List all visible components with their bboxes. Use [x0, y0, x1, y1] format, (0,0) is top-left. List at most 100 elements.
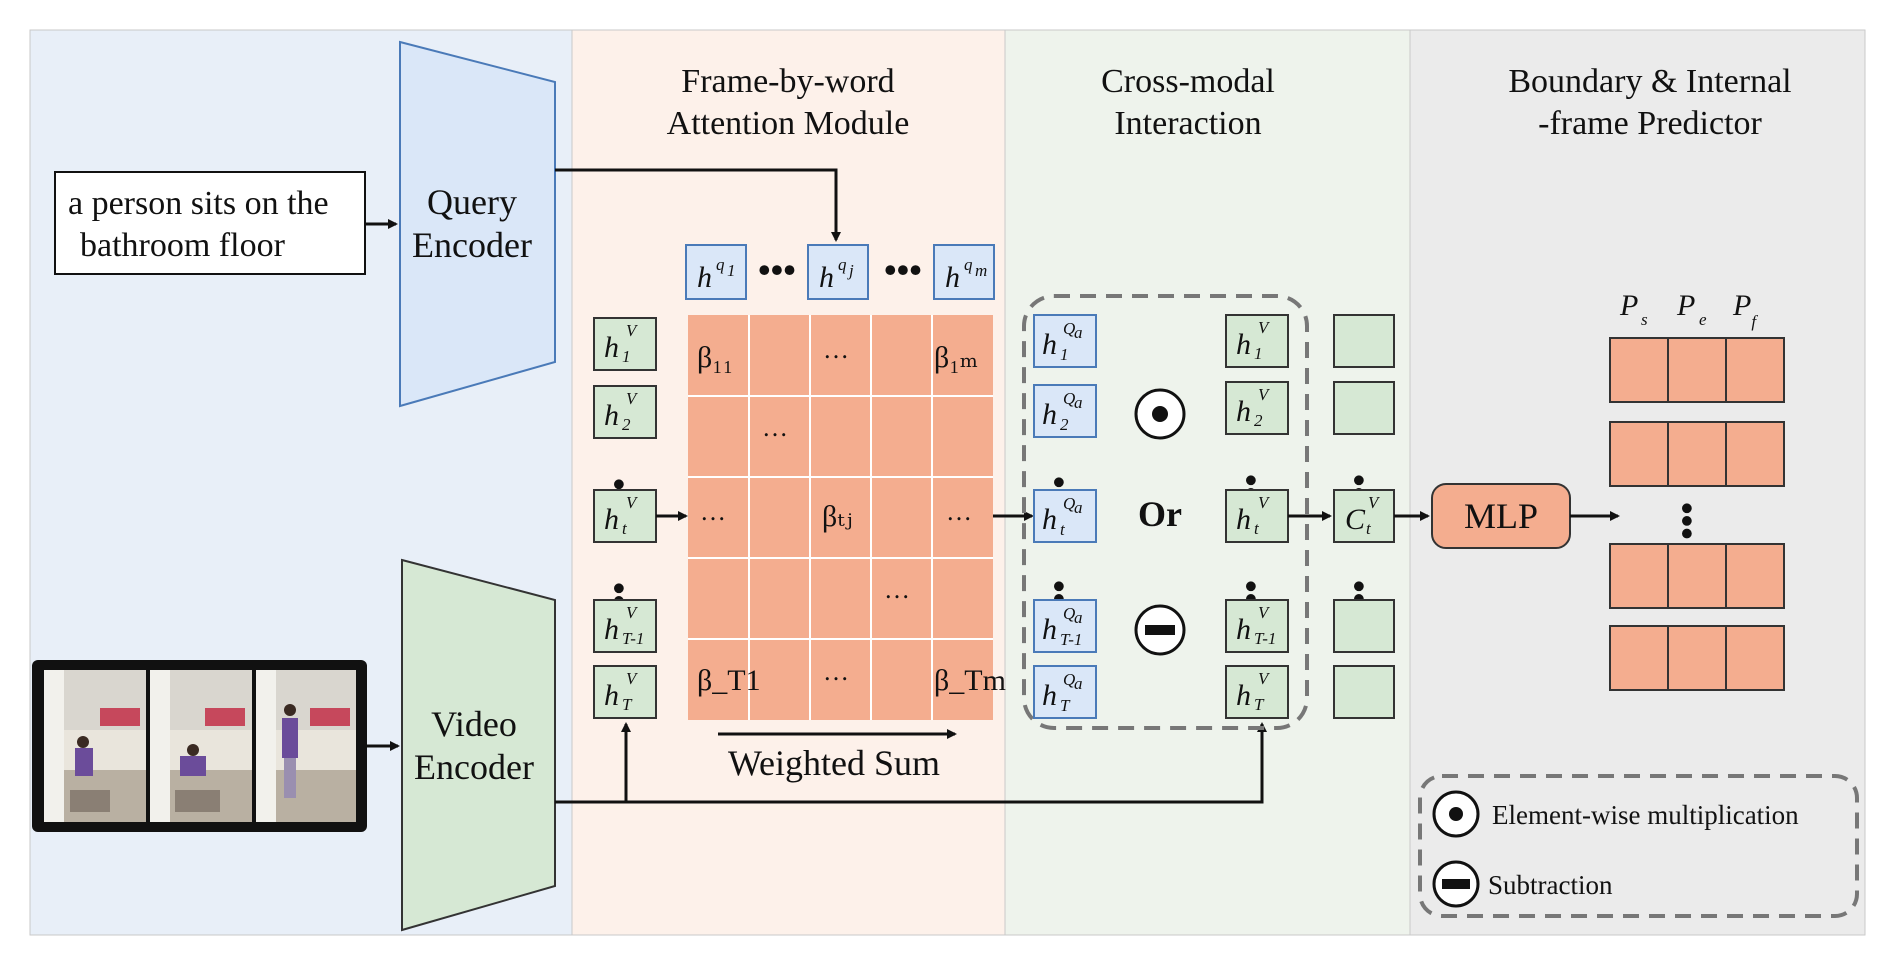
query-aligned-h1: h Q a 1 — [1033, 314, 1097, 368]
multiplication-operator-icon — [1134, 388, 1186, 440]
svg-text:h: h — [1042, 398, 1057, 431]
mlp-label: MLP — [1464, 496, 1538, 536]
svg-text:V: V — [626, 669, 639, 688]
svg-text:h: h — [1236, 503, 1251, 536]
query-aligned-hT-1: h Q a T-1 — [1033, 599, 1097, 653]
context-box-4 — [1333, 599, 1395, 653]
svg-text:T-1: T-1 — [1254, 629, 1276, 648]
video-feature-h1: h V 1 — [593, 317, 657, 371]
svg-text:h: h — [604, 399, 619, 432]
panel-cross-modal — [1004, 29, 1411, 936]
word-token-qj: h q j — [807, 244, 869, 300]
subtraction-operator-icon — [1134, 604, 1186, 656]
svg-text:h: h — [1236, 679, 1251, 712]
svg-text:m: m — [975, 261, 987, 280]
svg-text:Q: Q — [1063, 494, 1075, 513]
svg-text:1: 1 — [727, 261, 736, 280]
svg-text:t: t — [622, 519, 628, 538]
svg-text:2: 2 — [1254, 411, 1263, 430]
svg-text:Q: Q — [1063, 670, 1075, 689]
svg-text:h: h — [604, 503, 619, 536]
svg-text:T: T — [1060, 696, 1071, 715]
beta-11: β₁₁ — [697, 341, 733, 374]
svg-text:T: T — [1254, 695, 1265, 714]
svg-text:h: h — [604, 613, 619, 646]
svg-text:q: q — [716, 255, 725, 274]
svg-text:h: h — [1236, 613, 1251, 646]
fused-h2: h V 2 — [1225, 381, 1289, 435]
svg-text:e: e — [1699, 310, 1707, 329]
svg-text:V: V — [626, 603, 639, 622]
svg-text:q: q — [838, 255, 847, 274]
svg-text:V: V — [626, 493, 639, 512]
legend-subtraction-label: Subtraction — [1488, 870, 1613, 900]
video-frame-1 — [44, 670, 146, 822]
svg-text:1: 1 — [1060, 345, 1069, 364]
svg-text:Q: Q — [1063, 389, 1075, 408]
video-feature-ht: h V t — [593, 489, 657, 543]
svg-text:a: a — [1074, 608, 1083, 627]
svg-text:t: t — [1254, 519, 1260, 538]
beta-T1: β_T1 — [697, 664, 761, 697]
legend-multiplication-icon — [1432, 790, 1480, 838]
fused-h1: h V 1 — [1225, 314, 1289, 368]
svg-text:2: 2 — [622, 415, 631, 434]
svg-text:h: h — [1042, 328, 1057, 361]
query-aligned-h2: h Q a 2 — [1033, 384, 1097, 438]
svg-text:V: V — [1368, 493, 1381, 512]
video-frame-3 — [256, 670, 356, 822]
beta-tj: βₜⱼ — [822, 500, 853, 533]
svg-text:h: h — [697, 261, 712, 294]
svg-text:a: a — [1074, 323, 1083, 342]
svg-text:P: P — [1619, 289, 1638, 322]
svg-text:h: h — [1042, 613, 1057, 646]
svg-text:a: a — [1074, 393, 1083, 412]
ellipsis-r2: … — [762, 413, 788, 442]
fused-hT-1: h V T-1 — [1225, 599, 1289, 653]
svg-text:T-1: T-1 — [1060, 630, 1082, 649]
svg-text:V: V — [626, 321, 639, 340]
svg-text:h: h — [1236, 395, 1251, 428]
video-feature-hT: h V T — [593, 665, 657, 719]
svg-text:T: T — [622, 695, 633, 714]
ellipsis-r3a: … — [700, 497, 726, 526]
svg-text:P: P — [1676, 289, 1695, 322]
svg-text:t: t — [1366, 519, 1372, 538]
svg-text:j: j — [847, 261, 854, 280]
svg-text:s: s — [1641, 310, 1648, 329]
ellipsis-r4: … — [884, 575, 910, 604]
prediction-row-4 — [1609, 625, 1785, 691]
svg-text:V: V — [1258, 603, 1271, 622]
context-box-5 — [1333, 665, 1395, 719]
svg-text:V: V — [1258, 669, 1271, 688]
svg-text:Q: Q — [1063, 319, 1075, 338]
svg-text:Q: Q — [1063, 604, 1075, 623]
legend-subtraction-icon — [1432, 860, 1480, 908]
video-feature-h2: h V 2 — [593, 385, 657, 439]
query-aligned-ht: h Q a t — [1033, 489, 1097, 543]
svg-text:2: 2 — [1060, 415, 1069, 434]
video-feature-line — [555, 722, 1267, 804]
context-feature-ct: C V t — [1333, 489, 1395, 543]
svg-text:a: a — [1074, 674, 1083, 693]
prediction-row-2 — [1609, 421, 1785, 487]
word-ellipsis-2: ••• — [884, 250, 922, 290]
query-encoder — [399, 40, 556, 408]
svg-text:C: C — [1345, 503, 1366, 536]
context-box-2 — [1333, 381, 1395, 435]
cross-modal-group — [1022, 294, 1309, 730]
svg-text:q: q — [964, 255, 973, 274]
video-frame-2 — [150, 670, 252, 822]
beta-1m: β₁ₘ — [934, 341, 978, 374]
svg-text:h: h — [604, 679, 619, 712]
svg-text:V: V — [1258, 493, 1271, 512]
legend-multiplication-label: Element-wise multiplication — [1492, 800, 1799, 830]
word-ellipsis-1: ••• — [758, 250, 796, 290]
prediction-label-pe: P e — [1676, 289, 1707, 329]
query-feature-arrow — [555, 168, 841, 242]
weighted-sum-label: Weighted Sum — [728, 743, 940, 783]
